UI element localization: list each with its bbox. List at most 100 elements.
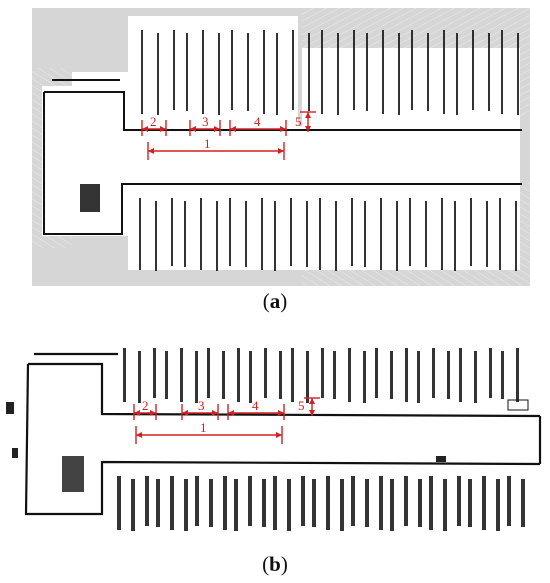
shelf-mark: [247, 33, 249, 111]
shelf-mark: [365, 479, 369, 527]
measurement-5-label-b: 5: [298, 398, 305, 413]
measurement-3-label-b: 3: [198, 398, 205, 413]
shelf-mark: [517, 33, 519, 115]
shelf-mark: [441, 198, 443, 270]
shelf-mark: [427, 33, 429, 111]
shelf-mark: [486, 201, 488, 267]
measurement-2-label-b: 2: [142, 398, 149, 413]
shelf-mark: [184, 479, 188, 531]
shelf-mark: [443, 30, 445, 114]
shelf-mark: [273, 476, 277, 530]
shelf-mark: [234, 479, 238, 531]
shelf-mark: [319, 198, 321, 270]
walls-a: [43, 79, 522, 235]
shelf-mark: [515, 201, 517, 271]
shelf-rows-bottom-b: [117, 476, 525, 531]
shelf-mark: [145, 476, 149, 526]
shelf-mark: [340, 479, 344, 531]
shelf-mark: [157, 33, 159, 115]
shelf-mark: [417, 351, 420, 403]
shelf-mark: [131, 479, 135, 531]
shelf-mark: [488, 33, 490, 111]
shelf-mark: [321, 30, 323, 114]
shelf-mark: [186, 33, 188, 111]
shelf-mark: [123, 348, 126, 402]
shelf-mark: [184, 201, 186, 267]
shelf-mark: [261, 198, 263, 270]
shelf-mark: [195, 476, 199, 526]
shelf-mark: [375, 348, 378, 398]
shelf-mark: [457, 476, 461, 526]
shelf-mark: [138, 351, 141, 403]
shelf-mark: [447, 351, 450, 399]
shelf-mark: [351, 476, 355, 526]
shelf-mark: [165, 351, 168, 399]
shelf-mark: [195, 351, 198, 403]
shelf-mark: [301, 476, 305, 526]
shelf-mark: [521, 479, 525, 527]
free-space-a: [42, 16, 520, 270]
shelf-mark: [216, 201, 218, 271]
shelf-mark: [501, 30, 503, 114]
shelf-mark: [404, 476, 408, 526]
shelf-mark: [171, 198, 173, 266]
shelf-mark: [223, 476, 227, 530]
shelf-mark: [306, 201, 308, 267]
shelf-mark: [516, 348, 519, 402]
shelf-mark: [117, 476, 121, 530]
shelf-mark: [153, 348, 156, 398]
shelf-mark: [292, 30, 294, 110]
measurement-3-label-a: 3: [202, 114, 209, 129]
shelf-mark: [398, 33, 400, 115]
shelf-mark: [170, 476, 174, 530]
shelf-mark: [155, 201, 157, 271]
shelf-mark: [379, 476, 383, 530]
shelf-mark: [231, 30, 233, 110]
caption-b-letter: b: [269, 552, 281, 576]
measurements-a: [141, 111, 316, 160]
shelf-mark: [287, 479, 291, 531]
shelf-mark: [306, 351, 309, 403]
shelf-mark: [333, 351, 336, 399]
shelf-mark: [173, 30, 175, 110]
shelf-mark: [366, 33, 368, 111]
occupancy-map-a: 2 3 4 1 5: [32, 8, 530, 286]
shelf-mark: [353, 30, 355, 110]
shelf-mark: [468, 479, 472, 527]
shelf-mark: [390, 351, 393, 399]
walls-b: [24, 352, 542, 516]
shelf-mark: [382, 30, 384, 114]
shelf-mark: [335, 201, 337, 271]
measurement-5-label-a: 5: [295, 114, 302, 129]
map-panel-a: 2 3 4 1 5: [32, 8, 530, 286]
caption-a: (a): [262, 289, 288, 313]
shelf-mark: [472, 30, 474, 110]
shelf-mark: [248, 476, 252, 526]
shelf-mark: [290, 198, 292, 266]
shelf-mark: [501, 351, 504, 399]
shelf-mark: [380, 198, 382, 270]
shelf-mark: [456, 33, 458, 115]
shelf-mark: [222, 351, 225, 399]
measurement-1-label-b: 1: [200, 420, 207, 435]
shelf-mark: [443, 479, 447, 531]
shelf-mark: [141, 30, 143, 114]
shelf-mark: [202, 30, 204, 114]
shelf-mark: [425, 201, 427, 267]
shelf-mark: [418, 479, 422, 527]
shelf-mark: [432, 348, 435, 398]
measurement-4-label-a: 4: [254, 114, 261, 129]
shelf-mark: [200, 198, 202, 270]
shelf-mark: [180, 348, 183, 402]
shelf-mark: [207, 348, 210, 398]
measurement-4-label-b: 4: [252, 398, 259, 413]
shelf-mark: [291, 348, 294, 402]
shelf-mark: [474, 351, 477, 403]
shelf-mark: [337, 33, 339, 115]
shelf-mark: [411, 30, 413, 110]
caption-b: (b): [262, 552, 288, 576]
shelf-mark: [489, 348, 492, 398]
shelf-mark: [156, 479, 160, 527]
measurements-b: [133, 397, 320, 444]
shelf-mark: [139, 198, 141, 270]
